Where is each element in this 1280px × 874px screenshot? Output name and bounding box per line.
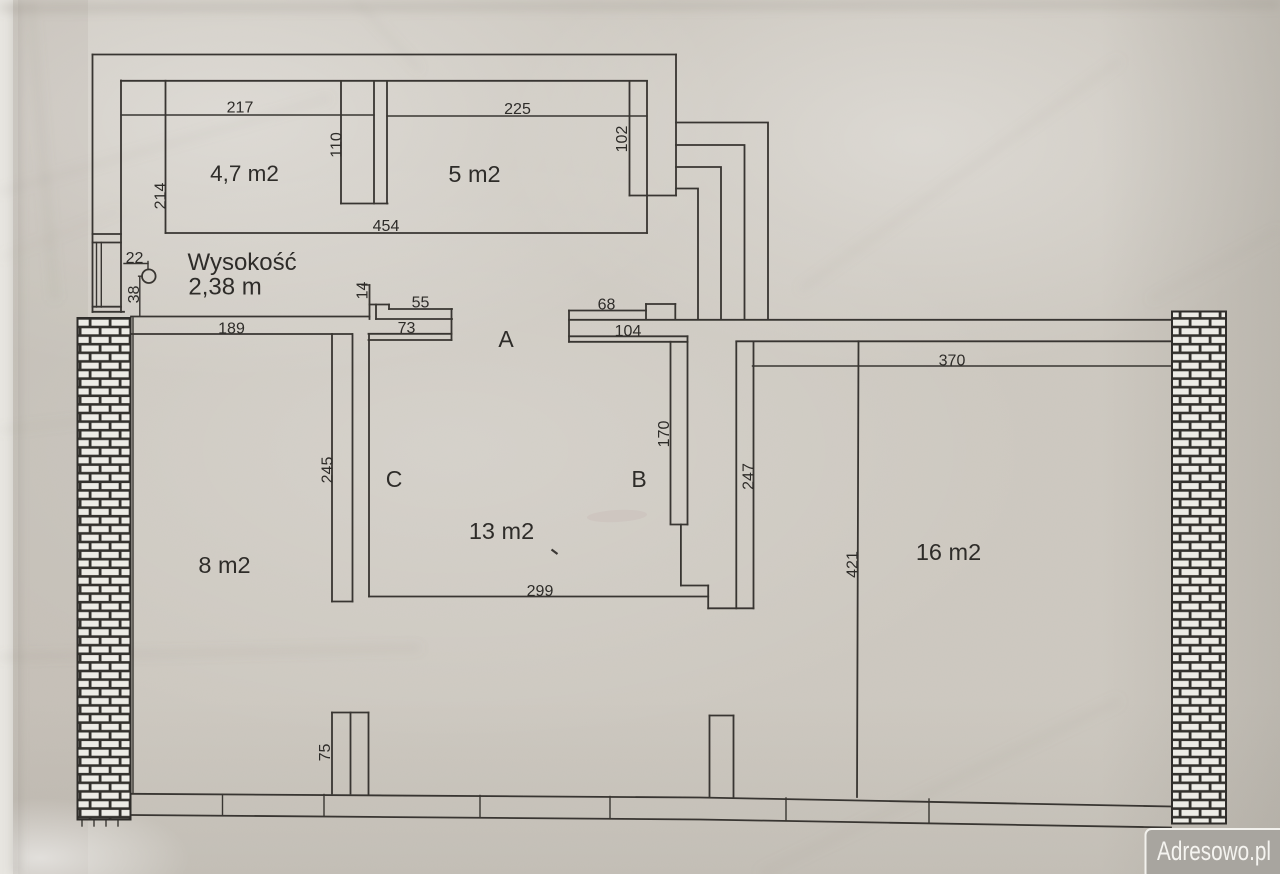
svg-text:104: 104 xyxy=(615,323,642,340)
svg-text:189: 189 xyxy=(218,321,245,338)
svg-text:55: 55 xyxy=(412,295,430,312)
svg-text:421: 421 xyxy=(845,551,862,578)
svg-text:4,7 m2: 4,7 m2 xyxy=(210,161,279,186)
svg-text:A: A xyxy=(498,326,514,352)
svg-text:Wysokość: Wysokość xyxy=(188,249,297,276)
svg-text:102: 102 xyxy=(614,126,631,153)
svg-text:247: 247 xyxy=(741,463,758,490)
svg-text:14: 14 xyxy=(355,282,372,300)
svg-text:214: 214 xyxy=(153,183,170,210)
svg-text:370: 370 xyxy=(939,353,966,370)
svg-text:245: 245 xyxy=(319,457,336,484)
svg-text:B: B xyxy=(631,466,646,492)
svg-text:2,38 m: 2,38 m xyxy=(188,274,261,301)
svg-text:C: C xyxy=(386,466,403,492)
svg-text:13 m2: 13 m2 xyxy=(469,518,534,544)
svg-text:5 m2: 5 m2 xyxy=(448,161,500,187)
svg-text:75: 75 xyxy=(317,744,334,762)
svg-text:16 m2: 16 m2 xyxy=(916,539,981,565)
svg-text:22: 22 xyxy=(126,250,144,267)
svg-text:454: 454 xyxy=(373,218,400,235)
svg-text:110: 110 xyxy=(329,132,346,158)
svg-text:Adresowo.pl: Adresowo.pl xyxy=(1157,836,1271,866)
svg-text:217: 217 xyxy=(227,100,254,117)
svg-text:68: 68 xyxy=(598,297,616,314)
svg-text:170: 170 xyxy=(656,421,673,448)
svg-text:73: 73 xyxy=(398,320,416,337)
svg-text:225: 225 xyxy=(504,101,531,118)
svg-text:8 m2: 8 m2 xyxy=(198,552,250,578)
svg-text:38: 38 xyxy=(126,286,143,304)
svg-text:299: 299 xyxy=(527,583,554,600)
